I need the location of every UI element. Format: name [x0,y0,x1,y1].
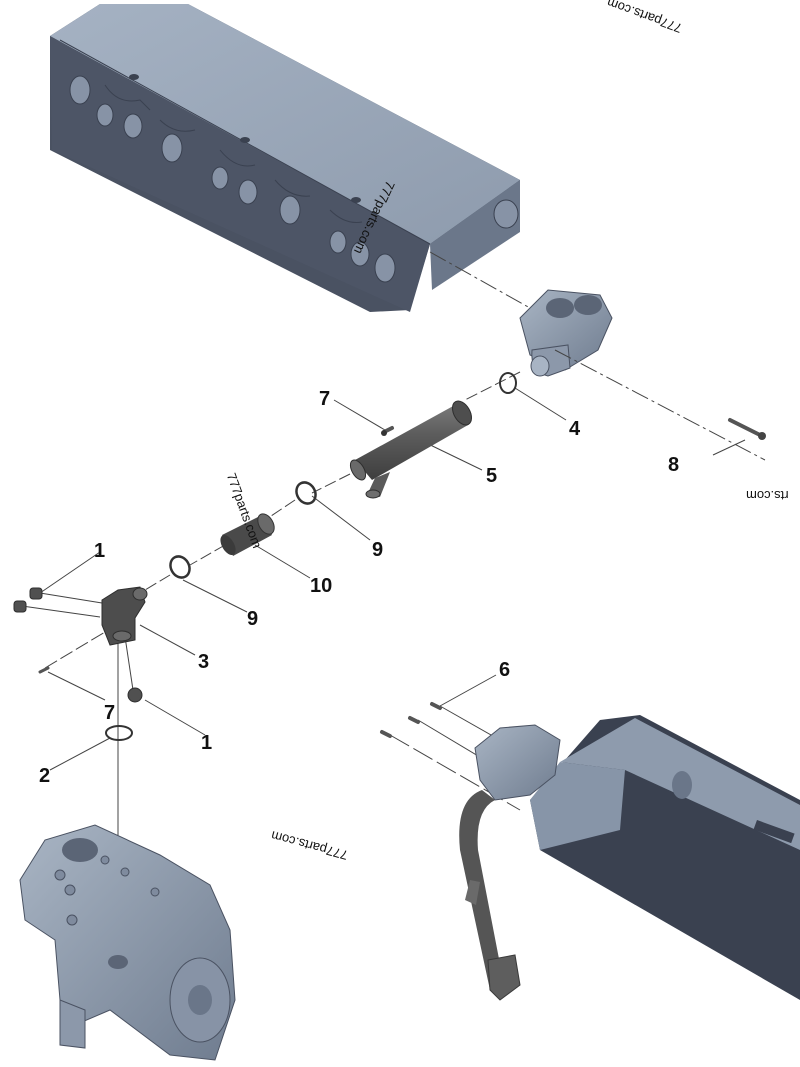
callout-label-part-2: 2 [39,765,51,787]
o-ring-part-4 [499,372,517,394]
callout-label-part-3: 3 [198,651,210,673]
callout-label-part-5: 5 [486,465,498,487]
callout-label-part-7: 7 [319,388,331,410]
plug-part-1 [13,587,143,703]
hose-clamp-part-9-lower [169,555,191,579]
coolant-pump-housing [19,824,236,1061]
coolant-pipe-part-5 [349,400,472,499]
callout-label-part-9: 9 [247,608,259,630]
o-ring-part-2 [105,725,133,741]
screw-part-7-upper [381,426,394,436]
callout-label-part-10: 10 [310,575,333,597]
elbow-fitting-part-3 [101,586,148,646]
callout-label-part-8: 8 [668,454,680,476]
hose-clamp-part-9-upper [295,481,317,505]
hose-part-10 [220,513,275,556]
cylinder-head-top [50,4,520,312]
bolt-part-6 [380,702,442,738]
callout-label-part-1: 1 [94,540,106,562]
callout-label-part-7: 7 [104,702,116,724]
screw-part-7-lower [38,666,50,674]
thermostat-housing [519,289,613,377]
callout-label-part-9: 9 [372,539,384,561]
coolant-pipe-assembly [459,724,561,1001]
bolt-part-8 [728,418,766,440]
engine-block-bottom [530,715,800,1000]
callout-label-part-4: 4 [569,418,581,440]
callout-label-part-1: 1 [201,732,213,754]
watermark-partial: rts.com [746,488,789,503]
callout-label-part-6: 6 [499,659,511,681]
